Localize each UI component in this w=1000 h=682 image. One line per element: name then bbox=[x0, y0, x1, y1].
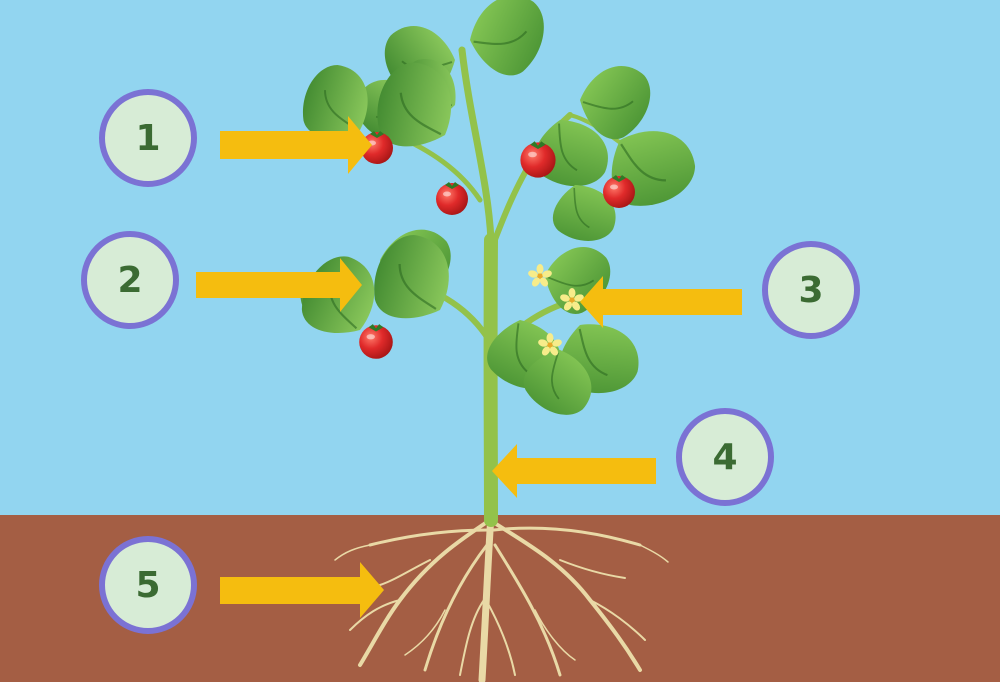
label-number-5: 5 bbox=[135, 564, 161, 606]
pointer-arrows bbox=[196, 116, 742, 618]
label-number-4: 4 bbox=[712, 436, 738, 478]
label-number-2: 2 bbox=[117, 259, 143, 301]
label-badge-1: 1 bbox=[99, 89, 197, 187]
arrow-3 bbox=[580, 276, 742, 328]
arrow-5 bbox=[220, 562, 384, 618]
arrow-4 bbox=[492, 444, 656, 498]
label-badge-3: 3 bbox=[762, 241, 860, 339]
label-badge-5: 5 bbox=[99, 536, 197, 634]
label-number-3: 3 bbox=[798, 269, 824, 311]
label-badge-2: 2 bbox=[81, 231, 179, 329]
arrow-1 bbox=[220, 116, 372, 174]
label-number-1: 1 bbox=[135, 117, 161, 159]
label-badge-4: 4 bbox=[676, 408, 774, 506]
roots bbox=[334, 511, 669, 682]
arrow-2 bbox=[196, 258, 362, 312]
